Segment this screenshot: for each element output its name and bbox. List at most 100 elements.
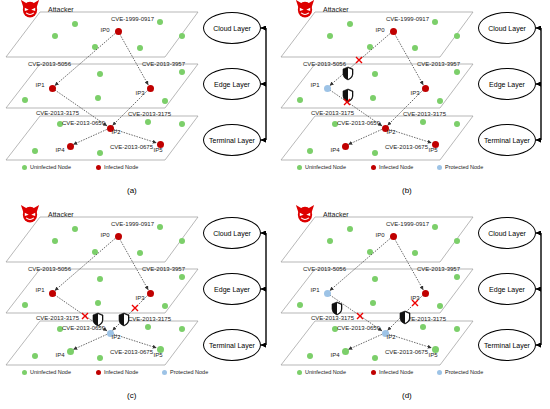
exploit-link <box>113 334 156 348</box>
legend-swatch <box>437 165 442 170</box>
layer-ellipse: Terminal Layer <box>478 329 536 361</box>
attacker-label: Attacker <box>323 211 349 218</box>
host-node: IP4 <box>67 348 74 355</box>
legend-item: Uninfected Node <box>297 165 346 171</box>
legend-item: Infected Node <box>371 165 413 171</box>
legend-swatch <box>297 165 302 170</box>
exploit-link <box>112 90 147 125</box>
exploit-link <box>330 238 391 290</box>
exploit-link <box>387 90 422 125</box>
legend-swatch <box>371 165 376 170</box>
host-label: IP5 <box>154 352 163 358</box>
exploit-label: CVE-2013-3175 <box>311 110 354 116</box>
legend-item: Uninfected Node <box>22 370 71 376</box>
legend-text: Infected Node <box>104 370 138 376</box>
legend-swatch <box>371 370 376 375</box>
host-node: IP1 <box>324 85 331 92</box>
layer-link <box>261 28 266 84</box>
layer-name: Edge Layer <box>214 286 250 293</box>
host-label: IP0 <box>376 27 385 33</box>
host-label: IP4 <box>331 147 340 153</box>
layer-name: Cloud Layer <box>488 230 526 237</box>
legend-item: Protected Node <box>437 165 483 171</box>
exploit-label: CVE-2013-3175 <box>128 316 171 322</box>
exploit-link <box>330 90 382 126</box>
host-label: IP5 <box>429 352 438 358</box>
exploit-link <box>73 334 107 349</box>
exploit-label: CVE-2013-3175 <box>36 315 79 321</box>
legend-item: Protected Node <box>162 370 208 376</box>
host-node: IP0 <box>390 233 397 240</box>
attacker-label: Attacker <box>48 6 74 13</box>
exploit-link <box>113 129 156 143</box>
layer-name: Cloud Layer <box>213 25 251 32</box>
exploit-link <box>55 238 116 290</box>
exploit-label: CVE-2013-3175 <box>311 315 354 321</box>
shield-symbol <box>343 89 353 102</box>
legend-text: Infected Node <box>104 165 138 171</box>
layer-ellipse: Cloud Layer <box>203 12 261 44</box>
host-node: IP3 <box>422 290 429 297</box>
exploit-link <box>395 34 424 85</box>
layer-name: Cloud Layer <box>488 25 526 32</box>
layer-name: Terminal Layer <box>484 137 530 144</box>
layer-link <box>536 28 541 140</box>
host-label: IP3 <box>136 90 145 96</box>
exploit-link <box>55 33 116 85</box>
exploit-label: CVE-2013-5056 <box>28 266 71 272</box>
host-node: IP0 <box>115 233 122 240</box>
host-label: IP2 <box>112 129 121 135</box>
exploit-label: CVE-2013-0675 <box>110 349 153 355</box>
host-node: IP1 <box>324 290 331 297</box>
exploit-label: CVE-2013-3175 <box>403 111 446 117</box>
host-label: IP2 <box>387 129 396 135</box>
layer-link <box>261 289 266 345</box>
layer-name: Edge Layer <box>489 286 525 293</box>
layer-link <box>536 84 541 140</box>
host-label: IP3 <box>136 295 145 301</box>
panel-letter: (b) <box>402 187 412 195</box>
host-label: IP4 <box>331 352 340 358</box>
layer-link <box>261 233 266 289</box>
exploit-label: CVE-2013-0659 <box>337 120 380 126</box>
layer-name: Terminal Layer <box>484 342 530 349</box>
exploit-link <box>387 295 422 330</box>
layer-name: Terminal Layer <box>209 137 255 144</box>
host-node: IP4 <box>342 143 349 150</box>
layer-ellipse: Cloud Layer <box>478 217 536 249</box>
host-node: IP1 <box>49 290 56 297</box>
host-label: IP1 <box>36 287 45 293</box>
panel-letter: (a) <box>127 187 137 195</box>
host-label: IP1 <box>36 82 45 88</box>
layer-link <box>536 233 541 289</box>
exploit-link <box>348 334 382 349</box>
layer-ellipse: Cloud Layer <box>203 217 261 249</box>
exploit-label: CVE-1999-0917 <box>386 221 429 227</box>
panel-letter: (d) <box>402 392 412 400</box>
host-node: IP5 <box>432 141 439 148</box>
layer-name: Edge Layer <box>214 81 250 88</box>
exploit-label: CVE-2013-3175 <box>403 316 446 322</box>
attacker-label: Attacker <box>323 6 349 13</box>
legend-swatch <box>297 370 302 375</box>
exploit-label: CVE-2013-5056 <box>303 61 346 67</box>
host-label: IP3 <box>411 295 420 301</box>
panel-letter: (c) <box>127 392 136 400</box>
layer-link <box>536 28 541 84</box>
host-label: IP5 <box>154 147 163 153</box>
exploit-label: CVE-1999-0917 <box>386 16 429 22</box>
host-label: IP4 <box>56 352 65 358</box>
layer-ellipse: Terminal Layer <box>478 124 536 156</box>
layer-link <box>536 233 541 345</box>
exploit-label: CVE-2013-3175 <box>128 111 171 117</box>
exploit-label: CVE-2013-0675 <box>385 349 428 355</box>
layer-ellipse: Edge Layer <box>203 273 261 305</box>
legend-text: Protected Node <box>445 370 483 376</box>
host-label: IP0 <box>101 27 110 33</box>
legend-text: Uninfected Node <box>30 370 71 376</box>
block-mark <box>344 99 350 105</box>
exploit-label: CVE-2013-3175 <box>36 110 79 116</box>
exploit-label: CVE-1999-0917 <box>111 221 154 227</box>
legend-text: Uninfected Node <box>30 165 71 171</box>
